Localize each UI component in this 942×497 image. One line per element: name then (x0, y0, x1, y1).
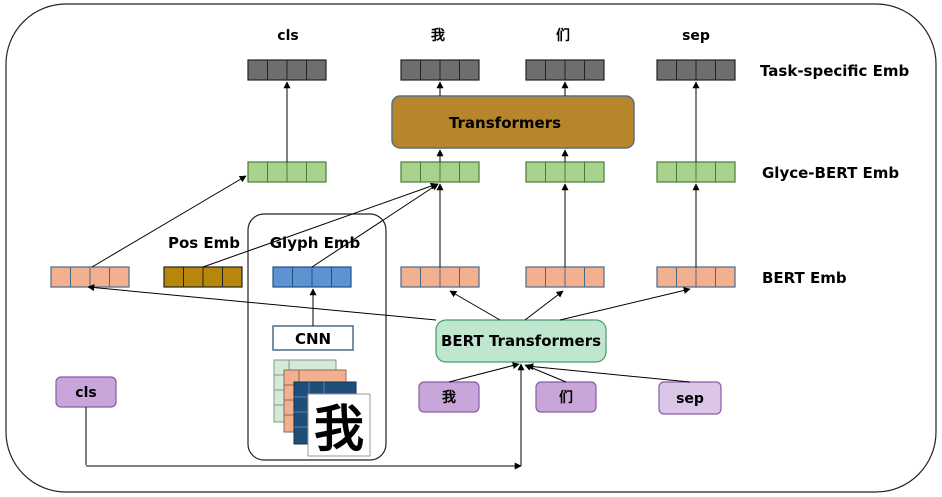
input-token-men-label: 们 (559, 389, 573, 406)
bert-transformers-label: BERT Transformers (441, 332, 601, 350)
task-emb-sep (656, 59, 736, 81)
input-token-sep-label: sep (676, 391, 704, 407)
task-emb-cls (247, 59, 327, 81)
cnn-label: CNN (295, 330, 331, 348)
glyce-emb-cls (247, 161, 327, 183)
arrows (85, 81, 700, 470)
bert-emb-cls (50, 266, 130, 288)
glyph-feature-maps (273, 359, 371, 457)
glyph-emb-block (272, 266, 352, 288)
label-glyph-emb: Glyph Emb (270, 234, 361, 252)
glyce-emb-wo (400, 161, 480, 183)
transformers-box (391, 95, 635, 149)
top-token-sep: sep (682, 28, 710, 44)
pos-emb-block (163, 266, 243, 288)
label-glyce-bert-emb: Glyce-BERT Emb (762, 164, 899, 182)
input-token-wo-label: 我 (442, 390, 456, 406)
transformers-label: Transformers (449, 114, 561, 132)
task-emb-wo (400, 59, 480, 81)
glyph-image-char: 我 (314, 399, 364, 458)
bert-transformers-box (435, 319, 607, 363)
bert-emb-sep (656, 266, 736, 288)
outer-frame (5, 3, 937, 493)
label-pos-emb: Pos Emb (168, 234, 240, 252)
bert-emb-men (525, 266, 605, 288)
top-token-cls: cls (277, 28, 298, 44)
input-token-cls-label: cls (75, 385, 96, 401)
glyph-panel (247, 213, 387, 461)
label-task-specific-emb: Task-specific Emb (760, 62, 910, 80)
glyce-emb-sep (656, 161, 736, 183)
label-bert-emb: BERT Emb (762, 269, 847, 287)
top-token-men: 们 (556, 27, 570, 44)
top-token-wo: 我 (431, 28, 445, 44)
bert-emb-wo (400, 266, 480, 288)
glyce-emb-men (525, 161, 605, 183)
task-emb-men (525, 59, 605, 81)
